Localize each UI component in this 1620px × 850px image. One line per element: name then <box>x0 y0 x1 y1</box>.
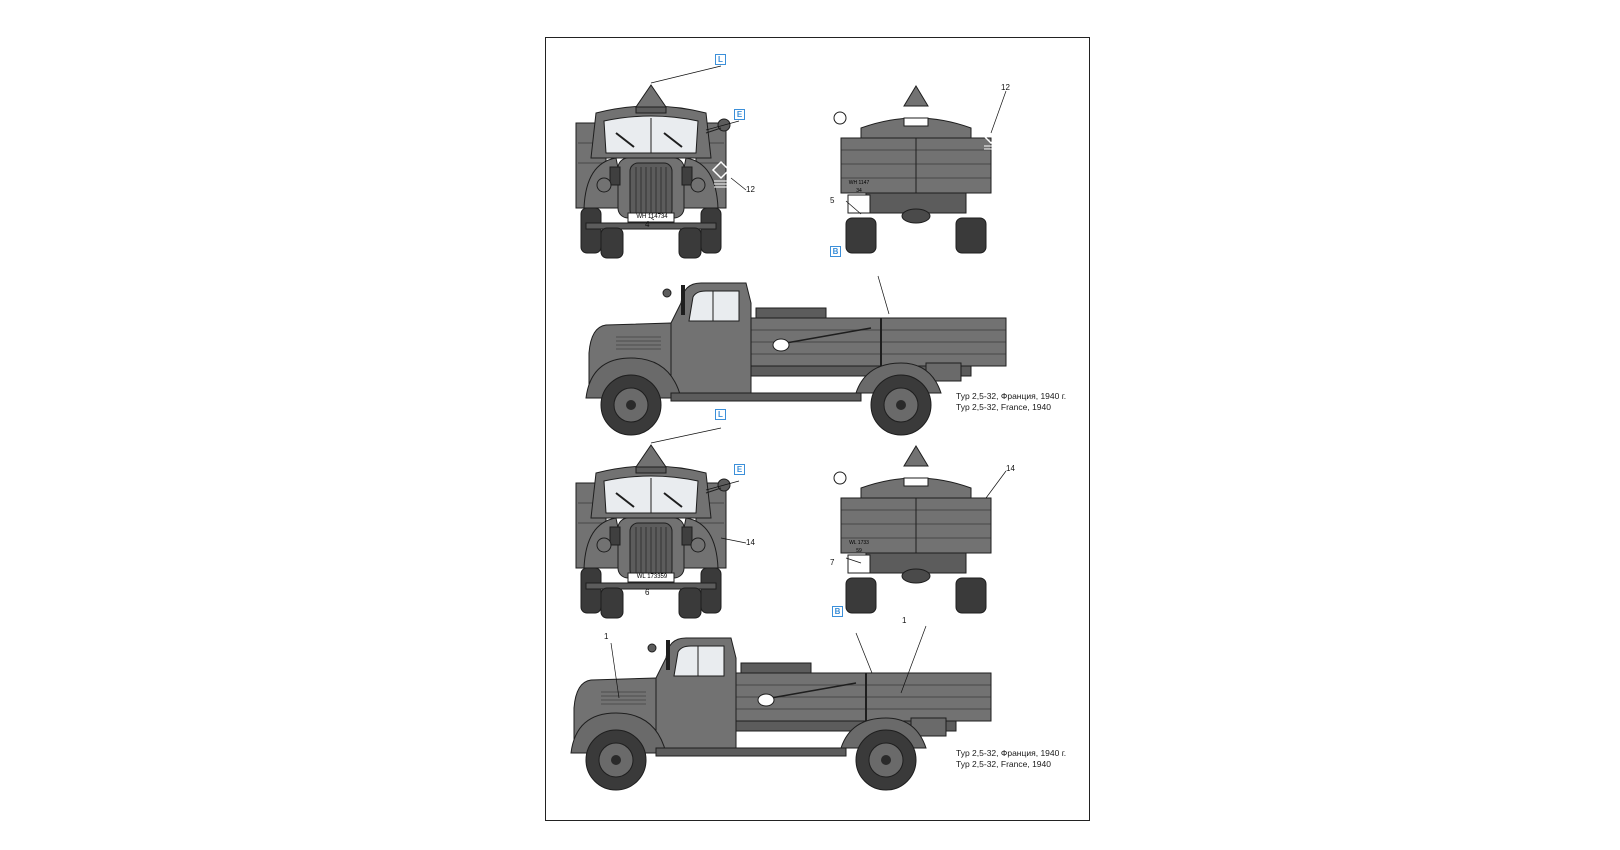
set2-rear-callout-marking: 14 <box>1006 464 1015 473</box>
set2-front-tag-e: E <box>734 464 745 475</box>
set2-front-callout-plate: 6 <box>645 588 650 597</box>
set2-side-callout-hood: 1 <box>604 632 609 641</box>
set1-caption: Typ 2,5-32, Франция, 1940 г. Typ 2,5-32,… <box>956 391 1066 413</box>
set1-caption-en: Typ 2,5-32, France, 1940 <box>956 402 1051 412</box>
set2-side-view <box>570 637 992 791</box>
set2-caption-ru: Typ 2,5-32, Франция, 1940 г. <box>956 748 1067 758</box>
set2-rear-plate: WL 173359 <box>849 540 869 554</box>
set1-side-tag-b: B <box>830 246 841 257</box>
set2-front-callout-marking: 14 <box>746 538 755 547</box>
set1-front-marking-diamond <box>711 160 731 188</box>
truck-profile-drawings <box>570 65 1007 791</box>
set1-front-tag-e: E <box>734 109 745 120</box>
set2-rear-callout-plate: 7 <box>830 558 835 567</box>
set2-front-view <box>575 444 731 619</box>
set1-rear-marking-diamond <box>981 125 1001 150</box>
set2-side-tag-b: B <box>832 606 843 617</box>
set2-front-plate: WL 173359 <box>636 574 668 580</box>
set2-caption-en: Typ 2,5-32, France, 1940 <box>956 759 1051 769</box>
set1-rear-view <box>833 85 992 254</box>
set1-rear-callout-marking: 12 <box>1001 83 1010 92</box>
set1-rear-plate: WH 114734 <box>848 180 870 194</box>
set1-front-plate: WH 114734 <box>636 214 668 220</box>
set1-front-callout-marking: 12 <box>746 185 755 194</box>
set1-rear-callout-plate: 5 <box>830 196 835 205</box>
set1-front-view <box>575 84 731 259</box>
set1-front-tag-l: L <box>715 54 726 65</box>
set1-front-callout-plate: 4 <box>645 220 650 229</box>
set2-side-callout-bed: 1 <box>902 616 907 625</box>
set1-caption-ru: Typ 2,5-32, Франция, 1940 г. <box>956 391 1067 401</box>
set2-front-tag-l: L <box>715 409 726 420</box>
set2-caption: Typ 2,5-32, Франция, 1940 г. Typ 2,5-32,… <box>956 748 1066 770</box>
set2-rear-view <box>833 445 992 614</box>
instruction-sheet: L E 12 4 WH 114734 12 5 WH 114734 B Typ … <box>545 37 1090 821</box>
set1-side-view <box>585 282 1007 436</box>
